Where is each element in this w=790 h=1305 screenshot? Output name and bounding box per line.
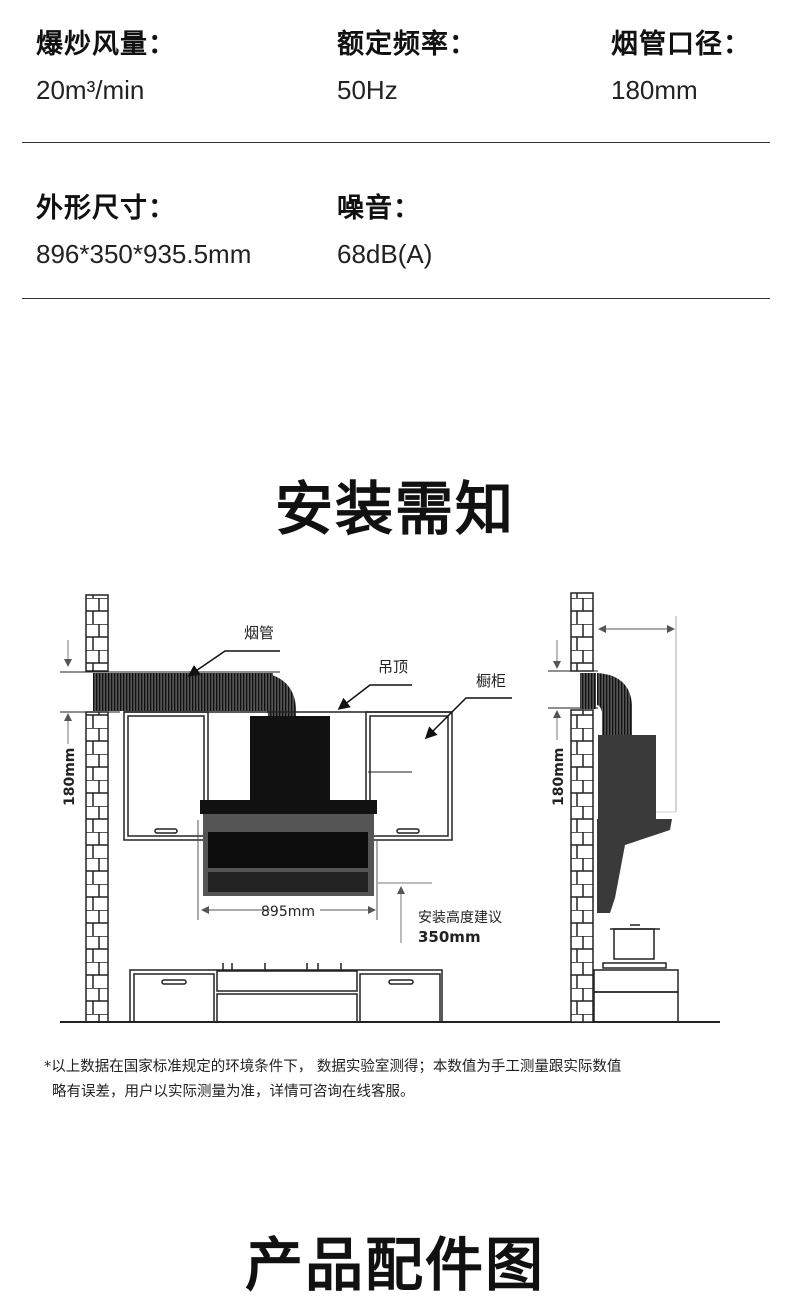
spec-value: 50Hz xyxy=(337,75,398,105)
brick-wall-right xyxy=(570,592,594,1023)
note-line-1: *以上数据在国家标准规定的环境条件下， 数据实验室测得；本数值为手工测量跟实际数… xyxy=(44,1059,622,1075)
label-ceiling: 吊顶 xyxy=(378,658,408,676)
spec-value: 896*350*935.5mm xyxy=(36,239,252,269)
duct xyxy=(93,673,273,711)
install-title: 安装需知 xyxy=(274,475,515,543)
accessories-title: 产品配件图 xyxy=(244,1231,545,1299)
upper-cabinets xyxy=(123,711,453,841)
spec-value: 68dB(A) xyxy=(337,239,433,269)
spec-label: 噪音： xyxy=(337,193,421,224)
spec-frequency: 额定频率： 50Hz xyxy=(337,22,477,106)
spec-label: 外形尺寸： xyxy=(36,193,176,224)
spec-noise: 噪音： 68dB(A) xyxy=(337,186,432,270)
spec-label: 爆炒风量： xyxy=(36,29,176,60)
label-install-height: 安装高度建议 xyxy=(418,909,502,926)
spec-value: 20m³/min xyxy=(36,75,145,105)
range-hood-side xyxy=(597,735,672,913)
stove-side xyxy=(593,924,679,1023)
spec-label: 烟管口径： xyxy=(611,29,751,60)
spec-dimensions: 外形尺寸： 896*350*935.5mm xyxy=(36,186,251,270)
spec-label: 额定频率： xyxy=(337,29,477,60)
disclaimer-note: *以上数据在国家标准规定的环境条件下， 数据实验室测得；本数值为手工测量跟实际数… xyxy=(44,1055,621,1105)
label-cabinet: 橱柜 xyxy=(476,672,506,690)
label-width: 895mm xyxy=(261,904,315,920)
divider xyxy=(22,298,770,299)
label-duct: 烟管 xyxy=(244,624,274,642)
label-height-left: 180mm xyxy=(62,748,78,806)
range-hood-front xyxy=(200,716,377,896)
brick-wall-left xyxy=(85,594,109,1023)
spec-value: 180mm xyxy=(611,75,698,105)
label-install-height-value: 350mm xyxy=(418,928,481,946)
base-cabinets xyxy=(129,963,443,1023)
spec-duct-diameter: 烟管口径： 180mm xyxy=(611,22,751,106)
note-line-2: 略有误差，用户以实际测量为准，详情可咨询在线客服。 xyxy=(52,1084,415,1100)
divider xyxy=(22,142,770,143)
spec-airflow: 爆炒风量： 20m³/min xyxy=(36,22,176,106)
label-height-right: 180mm xyxy=(551,748,567,806)
